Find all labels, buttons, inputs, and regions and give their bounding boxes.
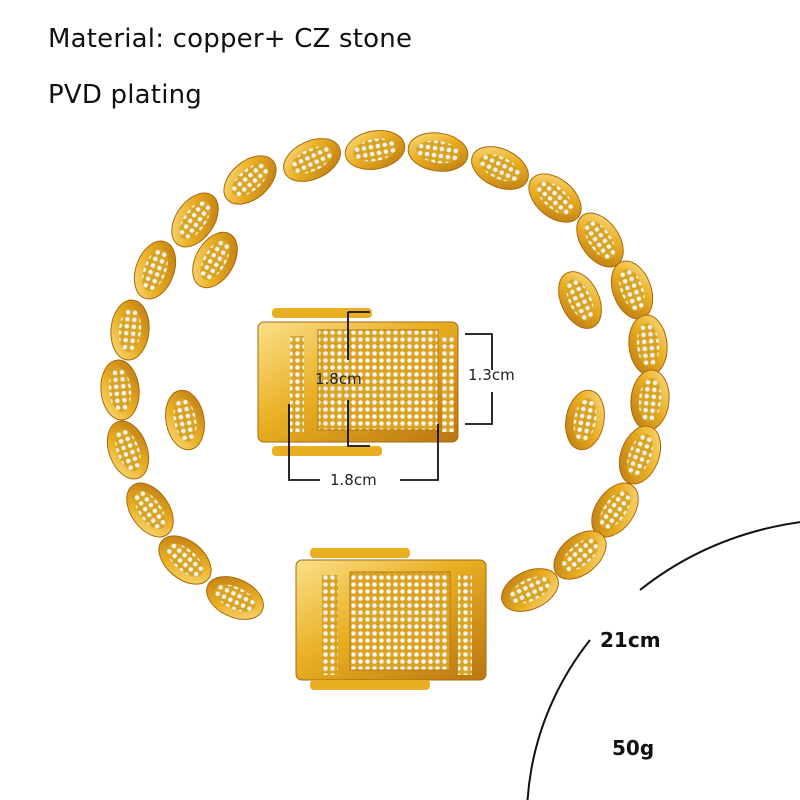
clasp-width-label: 1.8cm bbox=[330, 471, 377, 489]
dimension-lines bbox=[288, 311, 493, 481]
material-spec-text: Material: copper+ CZ stone bbox=[48, 24, 413, 54]
clasp-detail-closeup bbox=[257, 308, 459, 456]
plating-spec-text: PVD plating bbox=[48, 80, 203, 110]
clasp-length-label: 1.8cm bbox=[315, 370, 362, 388]
weight-label: 50g bbox=[612, 736, 655, 760]
clasp-height-label: 1.3cm bbox=[468, 366, 515, 384]
bracelet-length-label: 21cm bbox=[600, 628, 661, 652]
bottom-clasp bbox=[295, 548, 487, 690]
